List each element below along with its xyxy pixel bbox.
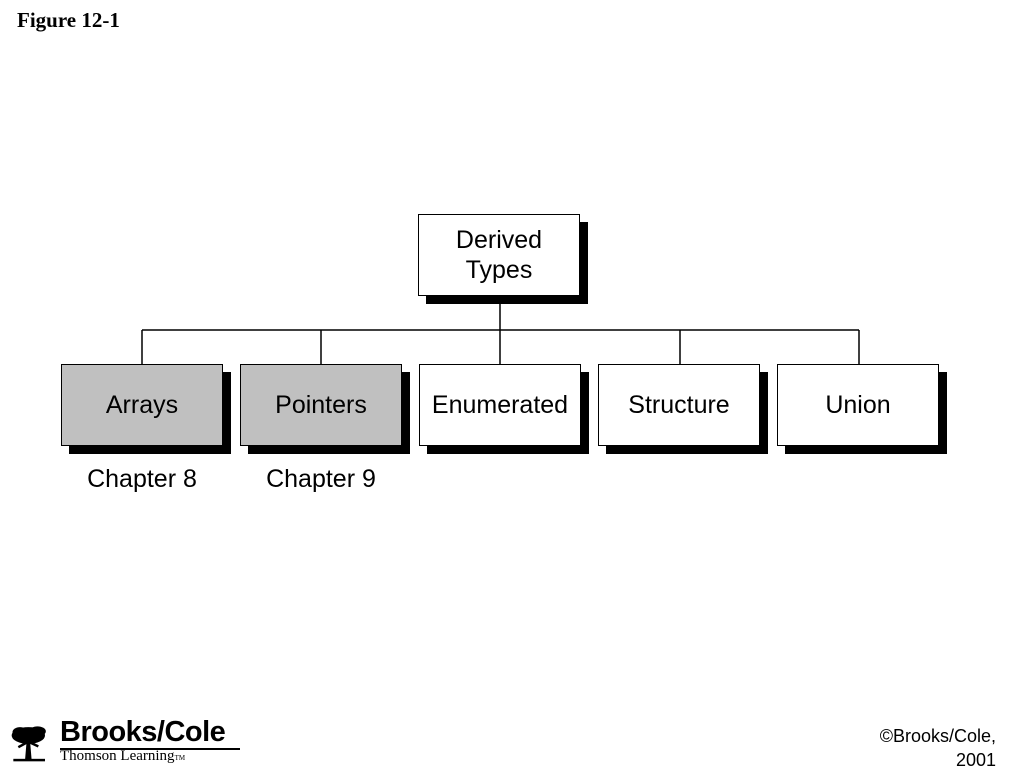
node-structure-label: Structure [628, 391, 730, 419]
node-enumerated: Enumerated [419, 364, 581, 446]
node-structure: Structure [598, 364, 760, 446]
copyright-line2: 2001 [955, 750, 996, 770]
node-pointers: Pointers [240, 364, 402, 446]
node-union-label: Union [825, 391, 891, 419]
node-union: Union [777, 364, 939, 446]
copyright-line1: ©Brooks/Cole, [879, 726, 996, 746]
node-enumerated-label: Enumerated [431, 391, 569, 419]
copyright-notice: ©Brooks/Cole, 2001 [880, 724, 996, 772]
brand-subtitle: Thomson LearningTM [60, 748, 185, 765]
note-pointers-chapter: Chapter 9 [266, 465, 376, 493]
note-arrays-chapter: Chapter 8 [87, 465, 197, 493]
node-arrays: Arrays [61, 364, 223, 446]
node-derived-types-line1: Derived [455, 226, 543, 254]
node-derived-types-line2: Types [465, 256, 533, 284]
brand-subtitle-text: Thomson Learning [60, 748, 175, 764]
figure-label: Figure 12-1 [17, 8, 120, 32]
trademark-mark: TM [174, 754, 186, 762]
brand-logo-text: Brooks/Cole [60, 716, 226, 748]
node-derived-types: Derived Types [418, 214, 580, 296]
logo-rule [60, 748, 240, 750]
tree-logo-icon [11, 726, 46, 762]
node-pointers-label: Pointers [275, 391, 367, 419]
node-arrays-label: Arrays [105, 391, 179, 419]
